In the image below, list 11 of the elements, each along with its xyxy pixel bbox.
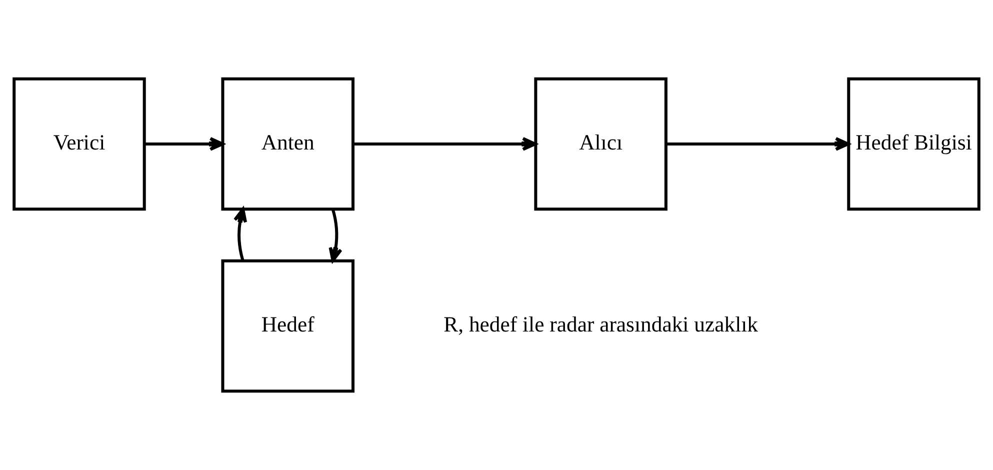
node-box: Verici [12,77,146,211]
node-box: Hedef [221,259,354,393]
arrow [666,137,850,151]
arrow [144,137,224,151]
arrow [353,137,537,151]
arrow [328,208,342,262]
node-box: Hedef Bilgisi [847,77,980,211]
arrow [233,208,248,262]
node-box: Alıcı [534,77,668,211]
node-box: Anten [221,77,354,211]
label: R, hedef ile radar arasındaki uzaklık [444,312,758,336]
